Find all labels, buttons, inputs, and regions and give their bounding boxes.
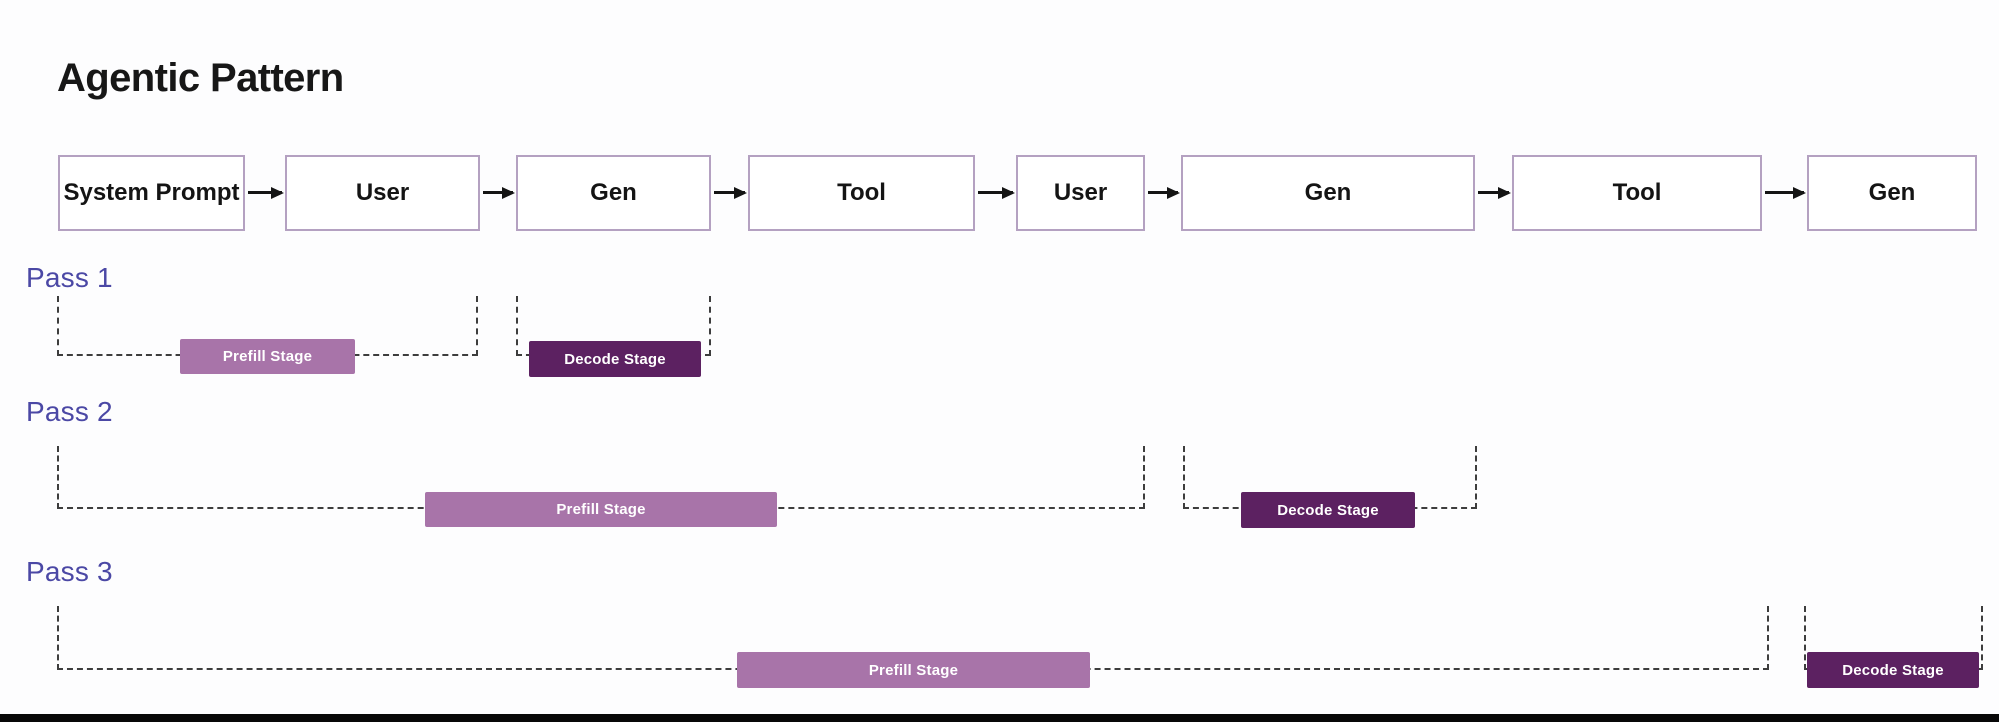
flow-box-system-prompt: System Prompt [58, 155, 245, 231]
pass-2-decode-stage-chip: Decode Stage [1241, 492, 1415, 528]
pass-1-label: Pass 1 [26, 262, 113, 293]
arrow-right-icon [1478, 186, 1511, 199]
bottom-edge-bar [0, 714, 1999, 722]
flow-box-gen-1: Gen [516, 155, 711, 231]
pass-1-decode-stage-chip: Decode Stage [529, 341, 701, 377]
flow-box-label: User [1053, 179, 1108, 206]
pass-2-prefill-stage-chip: Prefill Stage [425, 492, 777, 527]
flow-box-label: Tool [837, 179, 886, 206]
pass-3-decode-stage-chip: Decode Stage [1807, 652, 1979, 688]
pass-2-label: Pass 2 [26, 396, 113, 427]
flow-box-label: Gen [590, 179, 637, 206]
arrow-right-icon [1148, 186, 1180, 199]
arrow-right-icon [1765, 186, 1806, 199]
flow-box-label: Tool [1612, 179, 1662, 206]
flow-box-gen-3: Gen [1807, 155, 1977, 231]
arrow-right-icon [978, 186, 1015, 199]
arrow-right-icon [714, 186, 747, 199]
flow-box-label: System Prompt [63, 179, 240, 206]
pass-3-label: Pass 3 [26, 556, 113, 587]
flow-box-tool-2: Tool [1512, 155, 1762, 231]
flow-box-tool-1: Tool [748, 155, 975, 231]
flow-box-gen-2: Gen [1181, 155, 1475, 231]
flow-box-user-2: User [1016, 155, 1145, 231]
arrow-right-icon [248, 186, 284, 199]
flow-box-label: Gen [1868, 179, 1916, 206]
page-title: Agentic Pattern [57, 56, 344, 100]
flow-box-user-1: User [285, 155, 480, 231]
flow-box-label: User [355, 179, 410, 206]
flow-box-label: Gen [1304, 179, 1352, 206]
arrow-right-icon [483, 186, 515, 199]
pass-3-prefill-stage-chip: Prefill Stage [737, 652, 1090, 688]
pass-1-prefill-stage-chip: Prefill Stage [180, 339, 355, 374]
